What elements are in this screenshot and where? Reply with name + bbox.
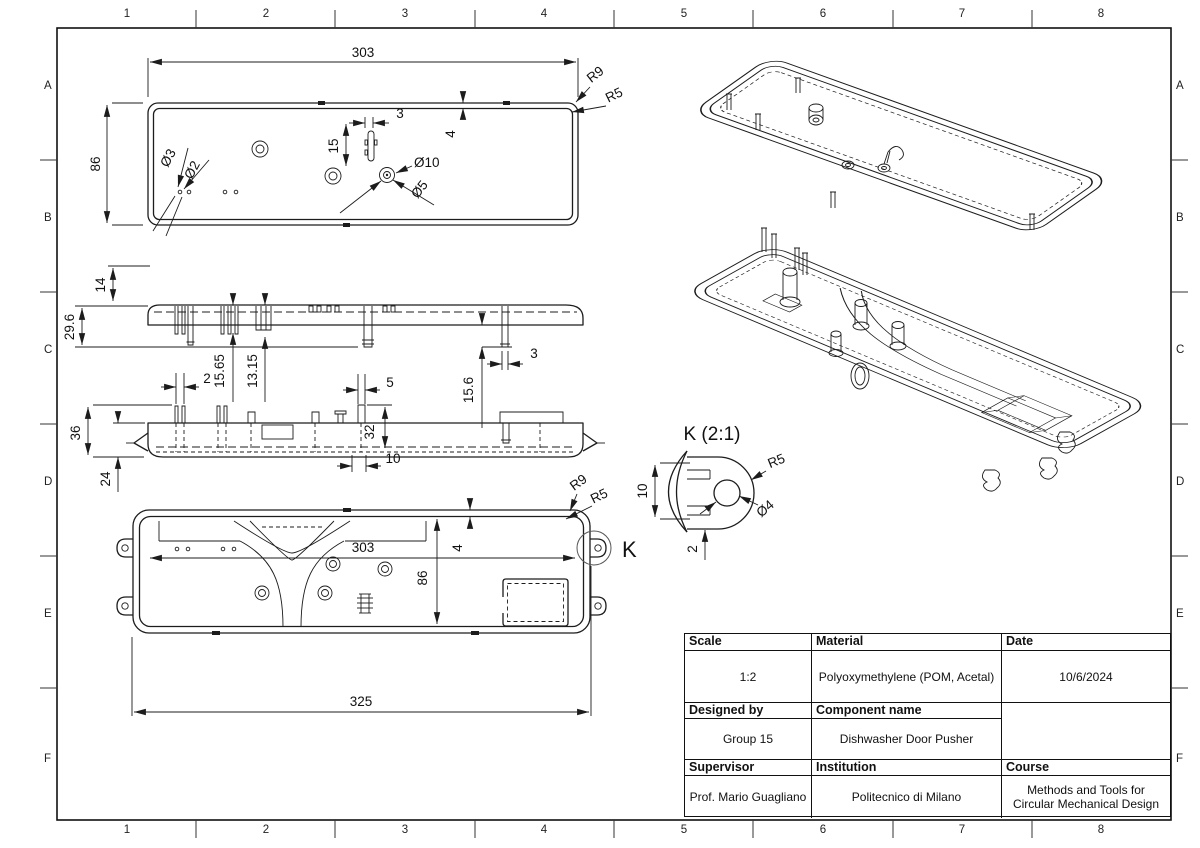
zone-row-label: E bbox=[1176, 608, 1184, 620]
title-block-material-value: Polyoxymethylene (POM, Acetal) bbox=[811, 650, 1001, 702]
zone-col-label: 4 bbox=[540, 824, 548, 836]
zone-row-label: F bbox=[44, 753, 52, 765]
dim-10: 10 bbox=[385, 451, 400, 466]
zone-row-label: B bbox=[1176, 212, 1184, 224]
bottom-view: K 303 86 4 R9 R5 325 bbox=[116, 471, 637, 716]
clip-feature bbox=[357, 593, 373, 614]
zone-col-label: 6 bbox=[819, 824, 827, 836]
title-block-empty-cell bbox=[1001, 702, 1170, 759]
dim-2-pin: 2 bbox=[203, 371, 211, 386]
detail-k-title: K (2:1) bbox=[683, 424, 740, 445]
title-block-component-value: Dishwasher Door Pusher bbox=[811, 718, 1001, 759]
zone-row-label: B bbox=[44, 212, 52, 224]
dim-36: 36 bbox=[68, 425, 83, 440]
dim-dia3: Ø3 bbox=[157, 146, 179, 169]
dim-15-65: 15.65 bbox=[212, 354, 227, 388]
title-block-course-value: Methods and Tools for Circular Mechanica… bbox=[1001, 775, 1170, 818]
dim-k-dia4: Ø4 bbox=[753, 497, 777, 520]
title-block-scale-label: Scale bbox=[689, 634, 722, 648]
detail-k-view: K (2:1) 10 2 R5 Ø4 bbox=[635, 424, 787, 560]
dim-4-bottom: 4 bbox=[450, 544, 465, 552]
dim-3-pin: 3 bbox=[530, 346, 538, 361]
dim-k-r5: R5 bbox=[766, 451, 788, 471]
zone-row-label: F bbox=[1176, 753, 1184, 765]
dim-303-bottom: 303 bbox=[352, 540, 375, 555]
zone-row-label: D bbox=[44, 476, 53, 488]
side-view-upper: 14 29.6 15.65 13.15 2 5 bbox=[62, 265, 584, 428]
dim-dia5: Ø5 bbox=[408, 178, 431, 201]
title-block-date-label: Date bbox=[1001, 634, 1170, 650]
dim-4-rim: 4 bbox=[443, 130, 458, 138]
title-block-institution-value: Politecnico di Milano bbox=[811, 775, 1001, 818]
iso-view-tray bbox=[694, 227, 1142, 492]
top-view-dimensions: 303 86 15 3 4 Ø3 Ø2 Ø10 Ø5 bbox=[88, 45, 625, 237]
zone-col-label: 1 bbox=[123, 8, 131, 20]
dim-15: 15 bbox=[326, 138, 341, 153]
detail-k-dimensions: 10 2 R5 Ø4 bbox=[635, 451, 787, 560]
side-lower-dimensions: 36 24 32 10 bbox=[68, 404, 401, 492]
dim-86-top: 86 bbox=[88, 156, 103, 171]
zone-col-label: 4 bbox=[540, 8, 548, 20]
title-block-supervisor-value: Prof. Mario Guagliano bbox=[685, 775, 811, 818]
side-upper-dimensions: 14 29.6 15.65 13.15 2 5 bbox=[62, 265, 538, 428]
zone-col-label: 7 bbox=[958, 824, 966, 836]
dim-r9-top: R9 bbox=[584, 63, 607, 85]
zone-col-label: 1 bbox=[123, 824, 131, 836]
dim-k-10: 10 bbox=[635, 483, 650, 498]
dim-k-2: 2 bbox=[685, 545, 700, 553]
zone-col-label: 6 bbox=[819, 8, 827, 20]
dim-r9-bottom: R9 bbox=[567, 471, 590, 493]
zone-col-label: 8 bbox=[1097, 824, 1105, 836]
zone-col-label: 2 bbox=[262, 8, 270, 20]
dim-r5-bottom: R5 bbox=[588, 485, 610, 506]
dim-14: 14 bbox=[93, 277, 108, 293]
title-block: Scale 1:2 Designed by Group 15 Superviso… bbox=[684, 633, 1171, 818]
zone-row-label: E bbox=[44, 608, 52, 620]
zone-col-label: 3 bbox=[401, 8, 409, 20]
dim-303-top: 303 bbox=[352, 45, 375, 60]
zone-col-label: 5 bbox=[680, 824, 688, 836]
title-block-institution-label: Institution bbox=[811, 759, 1001, 775]
dim-325: 325 bbox=[350, 694, 373, 709]
zone-row-label: A bbox=[1176, 80, 1184, 92]
zone-col-label: 2 bbox=[262, 824, 270, 836]
dim-13-15: 13.15 bbox=[245, 354, 260, 388]
bottom-view-dimensions: 303 86 4 R9 R5 325 bbox=[131, 471, 610, 716]
title-block-designed-label: Designed by bbox=[685, 702, 811, 718]
dim-dia2: Ø2 bbox=[181, 158, 203, 181]
zone-row-label: C bbox=[44, 344, 53, 356]
zone-row-label: C bbox=[1176, 344, 1185, 356]
dim-dia10: Ø10 bbox=[414, 155, 440, 170]
side-view-lower: 36 24 32 10 bbox=[68, 404, 605, 492]
dim-29-6: 29.6 bbox=[62, 314, 77, 340]
dim-15-6: 15.6 bbox=[461, 377, 476, 403]
dim-24: 24 bbox=[98, 471, 113, 487]
dim-32: 32 bbox=[362, 424, 377, 439]
zone-col-label: 3 bbox=[401, 824, 409, 836]
title-block-course-label: Course bbox=[1001, 759, 1170, 775]
zone-row-label: A bbox=[44, 80, 52, 92]
zone-col-label: 5 bbox=[680, 8, 688, 20]
title-block-scale-value: 1:2 bbox=[685, 650, 811, 702]
title-block-component-label: Component name bbox=[811, 702, 1001, 718]
dim-86-bottom: 86 bbox=[415, 570, 430, 585]
dim-r5-top: R5 bbox=[603, 84, 625, 105]
title-block-date-value: 10/6/2024 bbox=[1001, 650, 1170, 702]
detail-k-marker: K bbox=[622, 537, 637, 562]
top-view: 303 86 15 3 4 Ø3 Ø2 Ø10 Ø5 bbox=[88, 45, 625, 237]
dim-3-slot: 3 bbox=[396, 106, 404, 121]
dim-5-pin: 5 bbox=[386, 375, 394, 390]
title-block-designed-value: Group 15 bbox=[685, 718, 811, 759]
zone-col-label: 8 bbox=[1097, 8, 1105, 20]
iso-view-lid bbox=[700, 60, 1103, 231]
title-block-supervisor-label: Supervisor bbox=[685, 759, 811, 775]
sheet-border bbox=[40, 10, 1188, 838]
title-block-material-label: Material bbox=[811, 634, 1001, 650]
zone-row-label: D bbox=[1176, 476, 1185, 488]
zone-col-label: 7 bbox=[958, 8, 966, 20]
